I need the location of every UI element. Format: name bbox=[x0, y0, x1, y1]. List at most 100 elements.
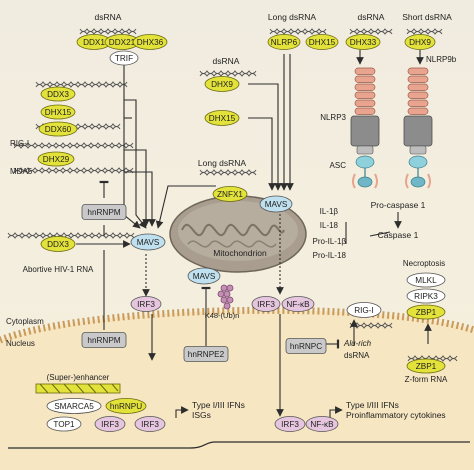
ddx3-hiv-label: DDX3 bbox=[47, 240, 69, 249]
protein-mavs-right: MAVS bbox=[259, 195, 293, 213]
protein-irf3-left: IRF3 bbox=[130, 296, 162, 312]
nlrp9b-lrr-repeat bbox=[407, 75, 429, 83]
dhx15-mid-label: DHX15 bbox=[209, 114, 236, 123]
dhx15-top-label: DHX15 bbox=[309, 38, 336, 47]
nlrp9b-lrr-repeat bbox=[407, 83, 429, 91]
label-nucleus: Nucleus bbox=[6, 339, 35, 348]
arrow-caspase-pro-il bbox=[369, 231, 391, 237]
nfkb-nuc-label: NF-κB bbox=[310, 420, 334, 429]
nlrp3-lrr-repeat bbox=[354, 99, 376, 107]
arrow-dhx15mid-to-mavs bbox=[248, 117, 276, 191]
irf3-right-label: IRF3 bbox=[257, 300, 275, 309]
protein-rig-i-right: RIG-I bbox=[346, 302, 382, 318]
protein-irf3-right: IRF3 bbox=[251, 296, 281, 312]
protein-trif: TRIF bbox=[109, 50, 139, 66]
label-pro-il1b: Pro-IL-1β bbox=[313, 237, 347, 246]
ubiquitin-chain bbox=[217, 284, 234, 310]
protein-nfkb-right: NF-κB bbox=[281, 296, 315, 312]
label-ifn-isg-2: ISGs bbox=[192, 410, 211, 420]
label-long-dsrna-top: Long dsRNA bbox=[268, 12, 317, 22]
label-il18: IL-18 bbox=[320, 221, 339, 230]
irf3-nuc1-label: IRF3 bbox=[101, 420, 119, 429]
protein-irf3-nuc2: IRF3 bbox=[134, 416, 166, 432]
dhx9-short-label: DHX9 bbox=[409, 38, 431, 47]
dsrna-helix-long-top bbox=[269, 28, 327, 35]
label-cytoplasm: Cytoplasm bbox=[6, 317, 44, 326]
nlrp3-asc-card bbox=[357, 176, 373, 188]
label-nlrp9b: NLRP9b bbox=[426, 55, 457, 64]
ddx3-top-label: DDX3 bbox=[47, 90, 69, 99]
nlrp3-inflammasome-left bbox=[350, 67, 380, 189]
protein-ddx1: DDX1 bbox=[76, 34, 112, 50]
nlrp9b-asc-pyd bbox=[408, 155, 428, 169]
protein-ddx60: DDX60 bbox=[38, 121, 78, 137]
nlrp3-lrr-repeat bbox=[354, 107, 376, 115]
nlrp6-label: NLRP6 bbox=[271, 38, 298, 47]
protein-irf3-nuc3: IRF3 bbox=[274, 416, 306, 432]
protein-top1: TOP1 bbox=[46, 416, 82, 432]
ripk3-label: RIPK3 bbox=[414, 292, 438, 301]
label-ifn-isg-1: Type I/III IFNs bbox=[192, 400, 245, 410]
protein-znfx1: ZNFX1 bbox=[212, 186, 248, 202]
protein-dhx33: DHX33 bbox=[345, 34, 381, 50]
label-mitochondrion: Mitochondrion bbox=[213, 248, 267, 258]
nlrp3-nacht-domain bbox=[350, 115, 380, 147]
label-pro-caspase: Pro-caspase 1 bbox=[371, 200, 426, 210]
znfx1-label: ZNFX1 bbox=[217, 190, 243, 199]
nlrp9b-lrr-repeat bbox=[407, 107, 429, 115]
label-nlrp3: NLRP3 bbox=[320, 113, 346, 122]
mlkl-label: MLKL bbox=[415, 276, 437, 285]
label-il1b: IL-1β bbox=[320, 207, 339, 216]
protein-dhx15-left: DHX15 bbox=[40, 104, 76, 120]
dsrna-helix-top-left bbox=[79, 28, 137, 35]
nfkb-right-label: NF-κB bbox=[286, 300, 310, 309]
label-super-enhancer: (Super-)enhancer bbox=[47, 373, 110, 382]
hnrnpc-label: hnRNPC bbox=[290, 342, 322, 351]
nlrp3-lrr-repeat bbox=[354, 67, 376, 75]
dhx9-label: DHX9 bbox=[211, 80, 233, 89]
label-dsrna-dhx9: dsRNA bbox=[213, 56, 240, 66]
label-short-dsrna: Short dsRNA bbox=[402, 12, 452, 22]
nlrp3-asc-pyd bbox=[355, 155, 375, 169]
mitochondrion bbox=[169, 195, 307, 273]
dsrna-helix-short bbox=[406, 28, 443, 35]
dsrna-helix-dhx9 bbox=[199, 70, 257, 77]
label-dsrna-top-right: dsRNA bbox=[358, 12, 385, 22]
chromatin-dna bbox=[8, 441, 470, 449]
label-rig-i-left: RIG-I bbox=[10, 139, 29, 148]
nlrp9b-lrr-repeat bbox=[407, 67, 429, 75]
protein-zbp1-cyto: ZBP1 bbox=[406, 304, 446, 320]
zbp1-nuc-label: ZBP1 bbox=[416, 362, 437, 371]
arrow-dhx9-to-mavs bbox=[248, 83, 282, 191]
irf3-nuc3-label: IRF3 bbox=[281, 420, 299, 429]
rig-i-right-label: RIG-I bbox=[354, 306, 374, 315]
protein-ripk3: RIPK3 bbox=[406, 288, 446, 304]
protein-ddx3-hiv: DDX3 bbox=[40, 236, 76, 252]
nlrp9b-pyrin-domain bbox=[409, 145, 427, 155]
protein-mlkl: MLKL bbox=[406, 272, 446, 288]
dhx33-label: DHX33 bbox=[350, 38, 377, 47]
nlrp9b-inflammasome-right bbox=[403, 67, 433, 189]
nlrp3-pyrin-domain bbox=[356, 145, 374, 155]
arrow-nfkb-ifn bbox=[329, 406, 343, 418]
trif-label: TRIF bbox=[115, 54, 133, 63]
hnrnpm-nuc-label: hnRNPM bbox=[87, 336, 120, 345]
protein-hnrnpc: hnRNPC bbox=[285, 338, 327, 354]
arrow-znfx1-to-mavs bbox=[155, 185, 216, 229]
protein-dhx15-top: DHX15 bbox=[305, 34, 339, 50]
protein-hnrnpm-cyto: hnRNPM bbox=[81, 204, 127, 220]
dsrna-helix-hiv bbox=[7, 232, 135, 239]
arrow-irf3-ifn bbox=[175, 406, 189, 418]
label-ifn-pro-1: Type I/III IFNs bbox=[346, 400, 399, 410]
protein-hnrnpu: hnRNPU bbox=[105, 398, 147, 414]
protein-nfkb-nuc: NF-κB bbox=[305, 416, 339, 432]
dhx15-left-label: DHX15 bbox=[45, 108, 72, 117]
ddx21-label: DDX21 bbox=[109, 38, 136, 47]
protein-smarca5: SMARCA5 bbox=[46, 398, 102, 414]
label-asc: ASC bbox=[330, 161, 347, 170]
nlrp9b-asc-card bbox=[410, 176, 426, 188]
arrow-mda5-to-mavs bbox=[124, 171, 156, 227]
